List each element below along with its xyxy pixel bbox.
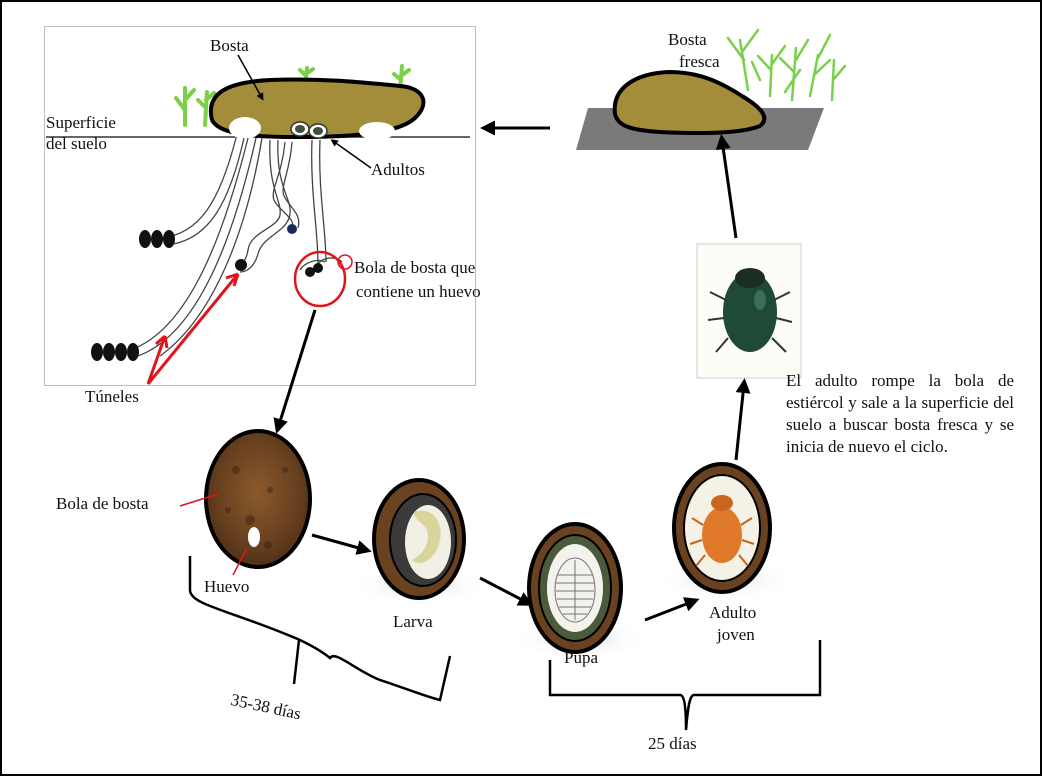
bracket-35-38-tick	[294, 640, 299, 684]
tunnel-entrance	[359, 122, 395, 140]
label-pupa: Pupa	[564, 648, 598, 668]
egg-icon	[248, 527, 260, 547]
label-bola-de-bosta: Bola de bosta	[56, 494, 149, 514]
arrow-to-fresh-dung	[722, 140, 736, 238]
soil-section	[46, 55, 470, 384]
label-larva: Larva	[393, 612, 433, 632]
label-huevo: Huevo	[204, 577, 249, 597]
label-bosta-fresca-1: Bosta	[668, 30, 707, 50]
label-bola-line1: Bola de bosta que	[354, 258, 475, 278]
pupa-stage	[510, 524, 650, 662]
arrow-to-adult	[736, 384, 744, 460]
fresh-dung-scene	[576, 30, 845, 150]
young-adult-stage	[655, 464, 795, 602]
brood-ball	[287, 224, 297, 234]
brood-ball	[235, 259, 247, 271]
dung-ball-egg-stage	[180, 431, 310, 575]
arrow-to-young-adult	[645, 601, 694, 620]
tunnel-entrance	[229, 117, 261, 139]
label-superficie: Superficie	[46, 113, 116, 133]
label-adulto-joven-1: Adulto	[709, 603, 756, 623]
young-beetle-icon	[702, 507, 742, 563]
arrow-to-dung-ball	[278, 310, 315, 428]
larva-stage	[350, 480, 490, 607]
label-bosta: Bosta	[210, 36, 249, 56]
adultos-pointer	[333, 141, 371, 168]
fresh-dung-pat	[615, 72, 765, 133]
cycle-description: El adulto rompe la bola de estiércol y s…	[786, 370, 1014, 458]
beetle-head-icon	[735, 268, 765, 288]
label-25-dias: 25 días	[648, 734, 697, 754]
label-adulto-joven-2: joven	[717, 625, 755, 645]
grass-right	[728, 30, 845, 100]
label-bola-line2: contiene un huevo	[356, 282, 481, 302]
label-adultos: Adultos	[371, 160, 425, 180]
brood-ball	[305, 267, 315, 277]
label-bosta-fresca-2: fresca	[679, 52, 720, 72]
adult-beetle-photo	[697, 244, 801, 378]
adult-beetle-icon	[313, 127, 323, 135]
arrow-to-larva	[312, 535, 366, 550]
adult-beetle-icon	[295, 125, 305, 133]
label-tuneles: Túneles	[85, 387, 139, 407]
label-del-suelo: del suelo	[46, 134, 107, 154]
